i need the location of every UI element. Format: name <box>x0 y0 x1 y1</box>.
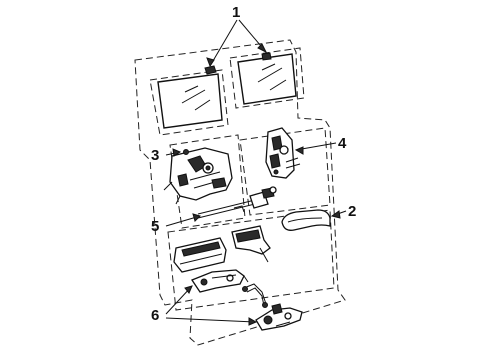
door-glass-rear <box>237 52 297 105</box>
hinge-link-lower <box>255 303 303 331</box>
callout-5: 5 <box>151 218 159 235</box>
glass-frame-front <box>149 69 229 136</box>
outside-handle <box>281 209 331 231</box>
callout-1: 1 <box>232 4 240 21</box>
callout-6: 6 <box>151 307 159 324</box>
lock-rod-cylinder <box>197 186 277 219</box>
inside-handle-bracket <box>231 225 271 263</box>
door-glass-front <box>157 65 223 129</box>
callout-4: 4 <box>338 135 347 152</box>
callout-2: 2 <box>348 203 356 220</box>
inside-handle-bezel <box>173 237 227 273</box>
callout-3: 3 <box>151 147 159 164</box>
door-lock-actuator <box>163 147 233 205</box>
latch-region <box>239 127 331 216</box>
connecting-rod <box>242 275 268 308</box>
latch-assembly <box>265 127 301 179</box>
glass-frame-rear <box>229 47 305 109</box>
leader-lines <box>165 19 347 326</box>
hinge-link-upper <box>191 269 245 293</box>
